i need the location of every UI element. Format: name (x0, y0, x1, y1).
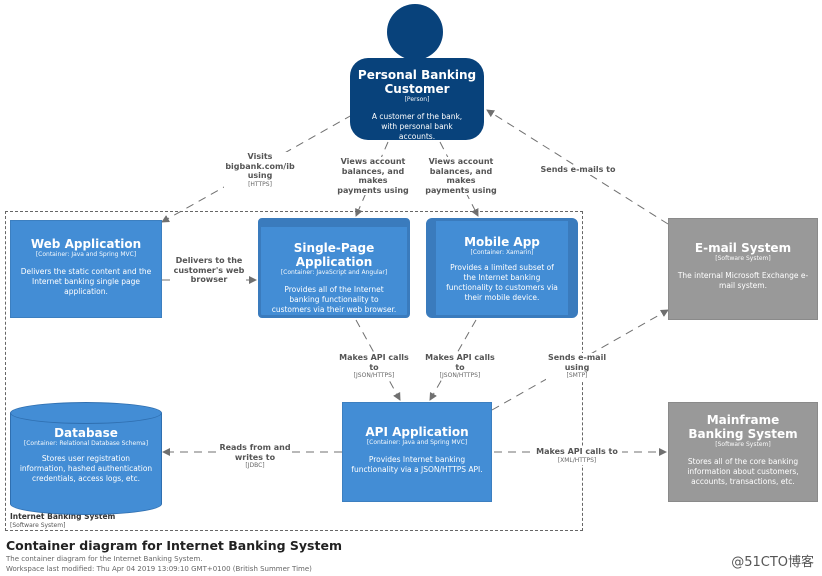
database-cylinder-top (10, 402, 162, 424)
web-app-description: Delivers the static content and the Inte… (20, 267, 152, 296)
rel-api-calls1-label: Makes API calls to [JSON/HTTPS] (334, 353, 414, 380)
rel-sends-emails (486, 109, 669, 225)
rel-views1-label: Views account balances, and makes paymen… (336, 157, 410, 195)
rel-api-calls2-text: Makes API calls to (425, 353, 495, 372)
mobile-description: Provides a limited subset of the Interne… (446, 263, 558, 302)
rel-views1-text: Views account balances, and makes paymen… (337, 157, 409, 195)
web-app-title: Web Application (30, 237, 142, 251)
person-title: Personal Banking Customer (357, 68, 477, 96)
spa-title: Single-Page Application (293, 241, 375, 269)
rel-api-calls1-text: Makes API calls to (339, 353, 409, 372)
database-description: Stores user registration information, ha… (19, 454, 153, 483)
mainframe-type: [Software System] (715, 441, 771, 448)
rel-visits-label: Visits bigbank.com/ib using [HTTPS] (224, 152, 296, 189)
web-app-type: [Container: Java and Spring MVC] (35, 251, 137, 258)
workspace-modified: Workspace last modified: Thu Apr 04 2019… (6, 565, 312, 573)
rel-sends-email-using-text: Sends e-mail using (547, 353, 607, 372)
database-node[interactable] (10, 413, 162, 504)
boundary-name: Internet Banking System (10, 512, 116, 521)
mobile-type: [Container: Xamarin] (470, 249, 534, 256)
email-type: [Software System] (715, 255, 771, 262)
rel-views2-text: Views account balances, and makes paymen… (425, 157, 497, 195)
single-page-application-node[interactable]: Single-Page Application [Container: Java… (258, 218, 410, 318)
browser-bar-icon (261, 221, 407, 227)
person-description: A customer of the bank, with personal ba… (371, 112, 463, 141)
diagram-title: Container diagram for Internet Banking S… (6, 538, 342, 553)
person-content: Personal Banking Customer [Person] A cus… (356, 68, 478, 142)
email-title: E-mail System (694, 241, 792, 255)
rel-api-calls2-label: Makes API calls to [JSON/HTTPS] (420, 353, 500, 380)
rel-reads-writes-label: Reads from and writes to [JDBC] (218, 443, 292, 470)
rel-sends-email-using-tech: [SMTP] (566, 372, 588, 379)
rel-api-calls3-text: Makes API calls to (536, 447, 618, 456)
web-application-node[interactable]: Web Application [Container: Java and Spr… (10, 220, 162, 318)
rel-api-calls2-tech: [JSON/HTTPS] (439, 372, 481, 379)
database-content: Database [Container: Relational Database… (10, 426, 162, 484)
rel-sends-emails-text: Sends e-mails to (540, 165, 616, 174)
rel-delivers-text: Delivers to the customer's web browser (173, 256, 245, 284)
person-head-icon (387, 4, 443, 60)
email-description: The internal Microsoft Exchange e-mail s… (677, 271, 809, 290)
person-type: [Person] (404, 96, 430, 103)
api-description: Provides Internet banking functionality … (351, 455, 483, 474)
mainframe-description: Stores all of the core banking informati… (687, 457, 799, 486)
rel-reads-writes-tech: [JDBC] (245, 462, 265, 469)
api-application-node[interactable]: API Application [Container: Java and Spr… (342, 402, 492, 502)
mobile-title: Mobile App (464, 235, 540, 249)
rel-api-calls1-tech: [JSON/HTTPS] (353, 372, 395, 379)
rel-delivers-label: Delivers to the customer's web browser (172, 256, 246, 285)
mainframe-system-node[interactable]: Mainframe Banking System [Software Syste… (668, 402, 818, 502)
mainframe-title: Mainframe Banking System (688, 413, 798, 441)
mobile-app-node[interactable]: Mobile App [Container: Xamarin] Provides… (426, 218, 578, 318)
spa-type: [Container: JavaScript and Angular] (280, 269, 388, 276)
rel-api-calls3-tech: [XML/HTTPS] (557, 456, 597, 464)
rel-reads-writes-text: Reads from and writes to (219, 443, 291, 462)
api-title: API Application (365, 425, 469, 439)
rel-sends-emails-label: Sends e-mails to (538, 165, 618, 175)
boundary-type: [Software System] (10, 522, 66, 529)
email-system-node[interactable]: E-mail System [Software System] The inte… (668, 218, 818, 320)
database-title: Database (54, 426, 118, 440)
watermark: @51CTO博客 (731, 555, 814, 570)
rel-views2-label: Views account balances, and makes paymen… (424, 157, 498, 195)
person-node[interactable] (350, 58, 484, 140)
api-type: [Container: Java and Spring MVC] (366, 439, 468, 446)
rel-api-calls3-label: Makes API calls to [XML/HTTPS] (532, 447, 622, 465)
rel-visits-text: Visits bigbank.com/ib using (225, 152, 295, 180)
rel-visits-tech: [HTTPS] (248, 180, 272, 188)
diagram-subtitle: The container diagram for the Internet B… (6, 555, 203, 563)
database-type: [Container: Relational Database Schema] (23, 440, 149, 447)
spa-description: Provides all of the Internet banking fun… (271, 285, 397, 314)
rel-sends-email-using-label: Sends e-mail using [SMTP] (546, 353, 608, 380)
